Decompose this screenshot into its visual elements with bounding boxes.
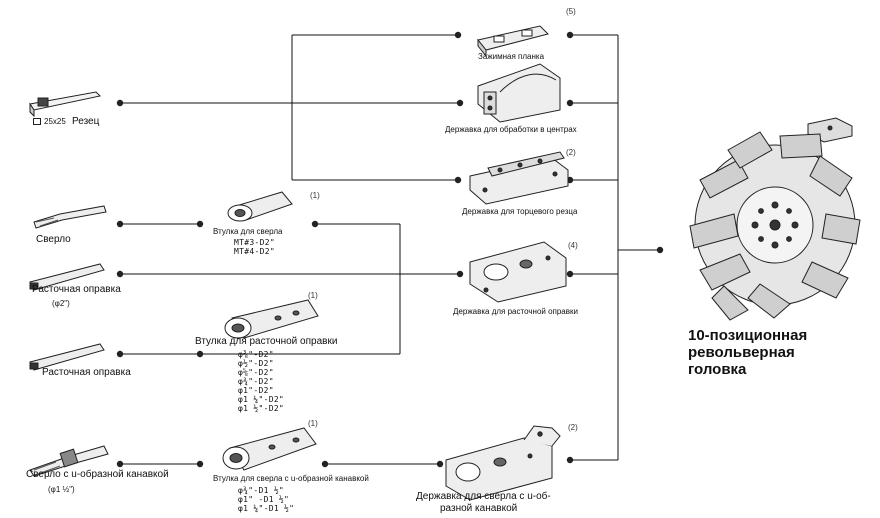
u-drill-label: Сверло с u-образной канавкой [26, 469, 169, 480]
u-drill-sleeve-label: Втулка для сверла с u-образной канавкой [213, 474, 369, 483]
drill-sleeve-label: Втулка для сверла [213, 227, 283, 236]
boring-sleeve-qty: (1) [308, 291, 318, 300]
center-holder-sketch [477, 63, 561, 123]
code-item: φ⅜"-D2" [238, 350, 274, 359]
cutter-label: Резец [72, 116, 100, 127]
clamp-qty: (5) [566, 7, 576, 16]
code-item: φ1 ¼"-D2" [238, 395, 285, 404]
u-drill-sleeve-sketch [222, 427, 317, 471]
code-item: φ¾"-D1 ½" [238, 486, 285, 495]
boring-holder-qty: (4) [568, 241, 578, 250]
boring-bar-1-sketch [29, 263, 105, 291]
boring-holder-sketch [469, 241, 567, 303]
boring-bar-1-size: (φ2") [52, 299, 70, 308]
boring-bar-2-label: Расточная оправка [42, 367, 131, 378]
u-drill-sleeve-qty: (1) [308, 419, 318, 428]
drill-sleeve-qty: (1) [310, 191, 320, 200]
face-holder-qty: (2) [566, 148, 576, 157]
code-item: MT#3-D2" [234, 238, 275, 247]
cutter-size-value: 25x25 [44, 117, 66, 126]
drill-sleeve-sketch [227, 191, 293, 222]
face-holder-label: Державка для торцевого резца [462, 207, 578, 216]
code-item: φ⅝"-D2" [238, 368, 274, 377]
code-item: MT#4-D2" [234, 247, 275, 256]
drill-label: Сверло [36, 234, 71, 245]
square-icon [33, 118, 41, 126]
clamp-plate-sketch [477, 25, 549, 58]
u-drill-sleeve-codes: φ¾"-D1 ½" φ1" -D1 ½" φ1 ¼"-D1 ½" [238, 486, 294, 513]
boring-bar-1-label: Расточная оправка [32, 284, 121, 295]
title-line-2: револьверная [688, 344, 795, 361]
boring-sleeve-label: Втулка для расточной оправки [195, 336, 338, 347]
clamp-label: Зажимная планка [478, 52, 545, 61]
boring-sleeve-codes: φ⅜"-D2" φ½"-D2" φ⅝"-D2" φ¾"-D2" φ1"-D2" … [238, 350, 284, 413]
drill-sketch [33, 205, 107, 229]
drill-sleeve-codes: MT#3-D2" MT#4-D2" [234, 238, 275, 256]
u-drill-holder-sketch [445, 425, 561, 501]
u-drill-holder-label-line1: Державка для сверла с u-об- [416, 491, 551, 502]
u-drill-size: (φ1 ½") [48, 485, 75, 494]
turret-head-sketch [689, 117, 861, 321]
code-item: φ1" -D1 ½" [238, 495, 290, 504]
center-holder-label: Державка для обработки в центрах [445, 125, 577, 134]
code-item: φ1"-D2" [238, 386, 274, 395]
code-item: φ1 ¼"-D1 ½" [238, 504, 295, 513]
cutter-size-label: 25x25 [33, 118, 66, 126]
boring-bar-2-sketch [29, 343, 105, 371]
boring-sleeve-sketch [224, 299, 319, 339]
turret-title: 10-позиционная револьверная головка [688, 327, 807, 378]
code-item: φ1 ½"-D2" [238, 404, 285, 413]
title-line-1: 10-позиционная [688, 327, 808, 344]
u-drill-holder-label-line2: разной канавкой [440, 503, 518, 514]
u-drill-sketch [29, 445, 109, 477]
face-holder-sketch [469, 151, 569, 205]
code-item: φ¾"-D2" [238, 377, 274, 386]
code-item: φ½"-D2" [238, 359, 274, 368]
connector-dots [116, 31, 664, 468]
connector-lines [120, 34, 660, 465]
title-line-3: головка [688, 361, 747, 378]
cutter-sketch [29, 91, 102, 118]
boring-holder-label: Державка для расточной оправки [453, 307, 578, 316]
u-drill-holder-qty: (2) [568, 423, 578, 432]
